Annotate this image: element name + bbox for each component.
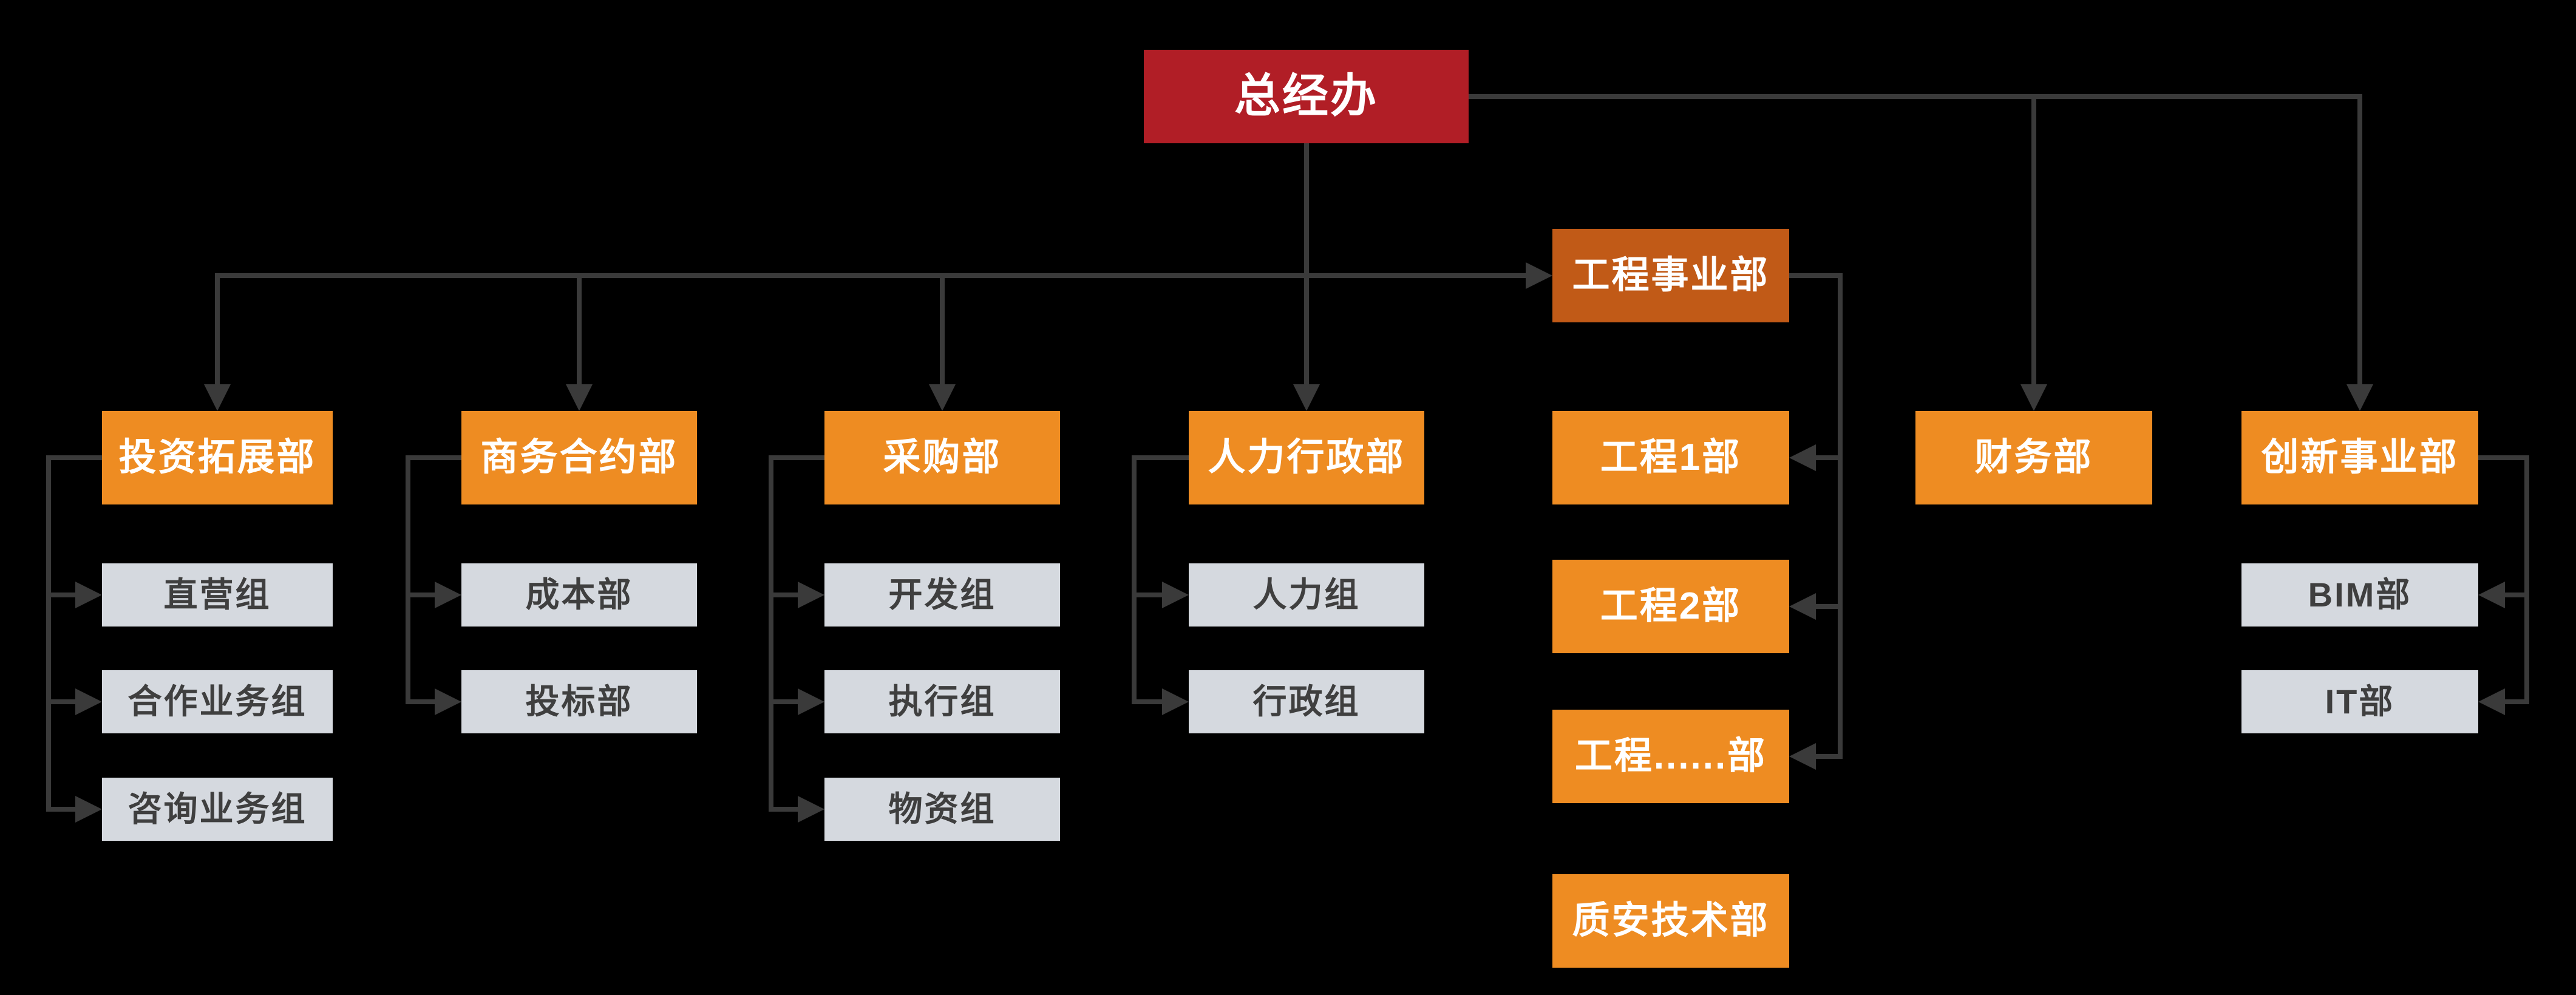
arrow-right-icon [75, 688, 102, 715]
arrow-right-icon [798, 796, 824, 823]
connector-investment-rail [46, 455, 51, 812]
node-finance-dept: 财务部 [1915, 411, 2152, 504]
arrow-right-icon [435, 582, 461, 608]
node-cost-dept: 成本部 [461, 563, 697, 627]
node-materials-group: 物资组 [824, 778, 1060, 841]
arrow-right-icon [1526, 262, 1552, 289]
connector-business-rail [406, 455, 410, 704]
node-engineering-division: 工程事业部 [1552, 229, 1789, 322]
connector-innovation-out [2478, 455, 2529, 460]
arrow-down-icon [566, 384, 593, 411]
node-engineering-1-dept: 工程1部 [1552, 411, 1789, 504]
arrow-down-icon [1293, 384, 1320, 411]
arrow-left-icon [1789, 743, 1816, 770]
node-procurement-dept: 采购部 [824, 411, 1060, 504]
connector-drop-innovation [2357, 94, 2362, 392]
connector-engineering-out [1789, 273, 1843, 278]
connector-business-stub-a [410, 593, 437, 597]
connector-business-stub-b [410, 699, 437, 704]
node-quality-safety-tech-dept: 质安技术部 [1552, 874, 1789, 968]
node-consulting-business-group: 咨询业务组 [102, 778, 333, 841]
connector-investment-stub-c [51, 807, 78, 812]
node-it-dept: IT部 [2241, 670, 2478, 733]
arrow-right-icon [75, 796, 102, 823]
connector-drop-business [577, 273, 582, 392]
node-bidding-dept: 投标部 [461, 670, 697, 733]
arrow-left-icon [2478, 582, 2505, 608]
connector-innovation-stub-a [2503, 593, 2527, 597]
node-hr-group: 人力组 [1189, 563, 1424, 627]
connector-investment-stub-b [51, 699, 78, 704]
connector-trunk [215, 273, 1528, 278]
connector-drop-procurement [940, 273, 945, 392]
connector-engineering-stub-1 [1816, 455, 1843, 460]
connector-procurement-out [769, 455, 827, 460]
connector-investment-out [46, 455, 104, 460]
connector-hr-stub-b [1137, 699, 1163, 704]
connector-hr-out [1132, 455, 1191, 460]
arrow-down-icon [2020, 384, 2047, 411]
connector-procurement-stub-a [773, 593, 800, 597]
node-general-manager-office: 总经办 [1144, 50, 1469, 143]
connector-drop-investment [215, 273, 220, 392]
connector-hr-rail [1132, 455, 1137, 704]
node-execution-group: 执行组 [824, 670, 1060, 733]
connector-procurement-rail [769, 455, 773, 812]
node-development-group: 开发组 [824, 563, 1060, 627]
connector-innovation-rail [2524, 455, 2529, 704]
arrow-left-icon [1789, 444, 1816, 471]
arrow-right-icon [1162, 582, 1189, 608]
connector-hr-stub-a [1137, 593, 1163, 597]
connector-engineering-rail [1838, 273, 1843, 759]
connector-top-right [1469, 94, 2362, 99]
arrow-down-icon [929, 384, 956, 411]
node-bim-dept: BIM部 [2241, 563, 2478, 627]
arrow-right-icon [435, 688, 461, 715]
node-innovation-division: 创新事业部 [2241, 411, 2478, 504]
connector-investment-stub-a [51, 593, 78, 597]
arrow-right-icon [75, 582, 102, 608]
node-hr-admin-dept: 人力行政部 [1189, 411, 1424, 504]
node-engineering-n-dept: 工程......部 [1552, 710, 1789, 803]
arrow-down-icon [2347, 384, 2373, 411]
node-business-contract-dept: 商务合约部 [461, 411, 697, 504]
node-cooperation-business-group: 合作业务组 [102, 670, 333, 733]
node-engineering-2-dept: 工程2部 [1552, 560, 1789, 653]
arrow-right-icon [1162, 688, 1189, 715]
arrow-down-icon [204, 384, 231, 411]
connector-procurement-stub-c [773, 807, 800, 812]
node-direct-operations-group: 直营组 [102, 563, 333, 627]
node-investment-expansion-dept: 投资拓展部 [102, 411, 333, 504]
connector-engineering-stub-2 [1816, 604, 1843, 609]
connector-procurement-stub-b [773, 699, 800, 704]
connector-business-out [406, 455, 464, 460]
connector-innovation-stub-b [2503, 699, 2527, 704]
connector-root-drop [1304, 143, 1309, 392]
arrow-right-icon [798, 582, 824, 608]
node-admin-group: 行政组 [1189, 670, 1424, 733]
arrow-right-icon [798, 688, 824, 715]
connector-engineering-stub-3 [1816, 754, 1843, 759]
arrow-left-icon [1789, 593, 1816, 620]
connector-drop-finance [2031, 94, 2036, 392]
arrow-left-icon [2478, 688, 2505, 715]
